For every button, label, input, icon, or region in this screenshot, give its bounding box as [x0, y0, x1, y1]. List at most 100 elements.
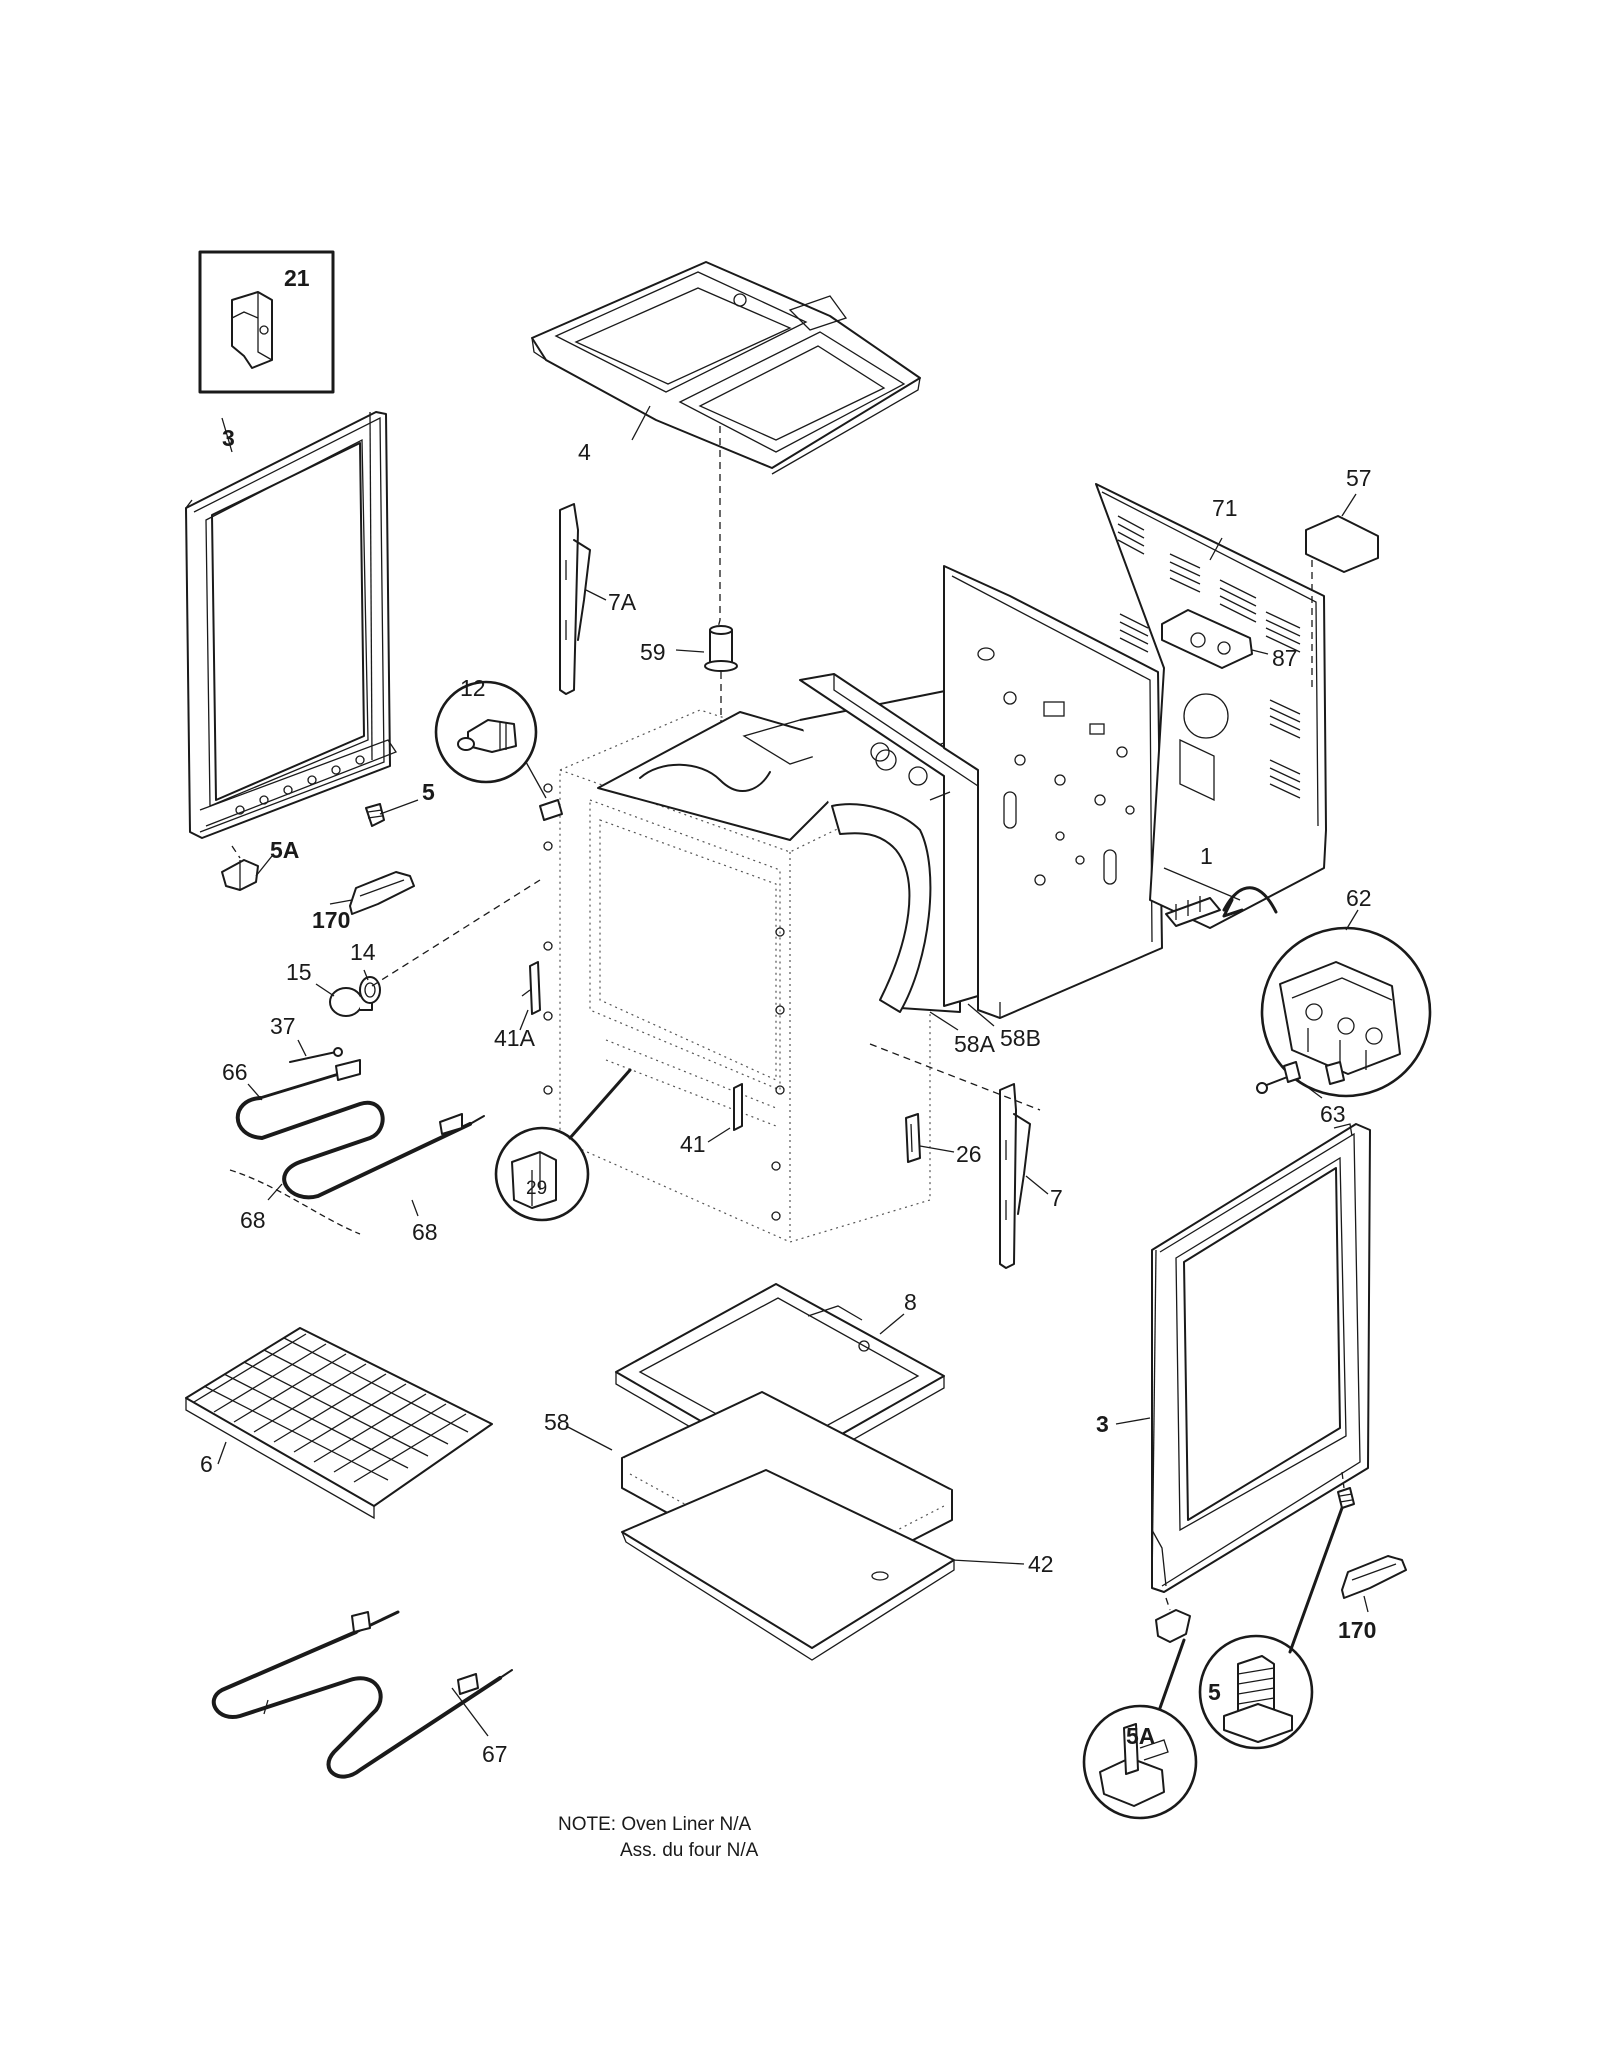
label-170-left: 170: [312, 907, 350, 933]
right-hinge-170[interactable]: [1341, 1555, 1407, 1599]
label-63: 63: [1320, 1101, 1346, 1127]
arrow-head-62: [1222, 898, 1244, 918]
label-170-right: 170: [1338, 1617, 1376, 1643]
leader-5a-right: [1158, 1638, 1186, 1710]
label-3-top: 3: [222, 425, 235, 451]
guide-14: [371, 879, 541, 987]
leader-3-top: [221, 417, 233, 453]
label-59: 59: [640, 639, 666, 665]
leader-29: [568, 1068, 632, 1140]
leader-68-left: [267, 1183, 283, 1201]
label-8: 8: [904, 1289, 917, 1315]
label-5-left: 5: [422, 779, 435, 805]
leader-5-right: [1288, 1506, 1344, 1654]
label-15: 15: [286, 959, 312, 985]
serial-label-57[interactable]: [1305, 515, 1379, 573]
note-line-1: NOTE: Oven Liner N/A: [558, 1814, 752, 1835]
leader-37: [297, 1039, 307, 1057]
guide-7: [869, 1043, 1041, 1111]
bracket-26[interactable]: [905, 1113, 921, 1163]
label-87: 87: [1272, 645, 1298, 671]
label-14: 14: [350, 939, 376, 965]
bake-element-67[interactable]: [211, 1610, 513, 1779]
label-68-left: 68: [240, 1207, 266, 1233]
leader-4: [631, 405, 651, 441]
label-12: 12: [460, 675, 486, 701]
label-3-right: 3: [1096, 1411, 1109, 1437]
broil-shield-68[interactable]: [229, 1169, 361, 1235]
leader-42: [951, 1559, 1025, 1565]
left-hinge-5[interactable]: [365, 799, 419, 827]
label-7: 7: [1050, 1185, 1063, 1211]
oven-rack-support-7a[interactable]: [559, 503, 591, 695]
label-1: 1: [1200, 843, 1213, 869]
leader-41: [707, 1127, 731, 1143]
leader-67: [451, 1687, 489, 1737]
terminal-block-small[interactable]: [1165, 896, 1221, 927]
label-5-right: 5: [1208, 1679, 1221, 1705]
spacer-59[interactable]: [704, 625, 738, 672]
left-hinge-170[interactable]: [329, 871, 415, 915]
leader-8: [879, 1313, 905, 1335]
hinge-detail-5a[interactable]: [1082, 1704, 1198, 1820]
leader-6: [217, 1441, 227, 1465]
label-58b: 58B: [1000, 1025, 1041, 1051]
label-67: 67: [482, 1741, 508, 1767]
label-29: 29: [526, 1178, 547, 1199]
leader-58a: [929, 1011, 959, 1031]
label-37: 37: [270, 1013, 296, 1039]
leader-87: [1251, 649, 1269, 655]
label-41: 41: [680, 1131, 706, 1157]
light-socket-detail-12[interactable]: [434, 680, 538, 784]
broil-element-66[interactable]: [235, 1059, 485, 1200]
leader-68-right: [411, 1199, 419, 1217]
leader-63: [1297, 1079, 1323, 1099]
oven-insulation-wrap[interactable]: [597, 687, 961, 1013]
right-hinge-5a[interactable]: [1155, 1597, 1191, 1643]
leader-7: [1025, 1175, 1049, 1195]
leader-58b: [967, 1003, 995, 1027]
leader-62-arrow: [1222, 886, 1278, 914]
light-lens-14[interactable]: [359, 976, 381, 1004]
label-5a-right: 5A: [1126, 1723, 1155, 1749]
label-4: 4: [578, 439, 591, 465]
screw-63[interactable]: [1256, 1061, 1301, 1094]
left-door[interactable]: [185, 411, 397, 839]
screw-37[interactable]: [289, 1047, 343, 1063]
left-hinge-5a[interactable]: [221, 845, 273, 891]
bracket-41a[interactable]: [521, 961, 541, 1015]
leader-26: [919, 1145, 955, 1153]
light-socket-12[interactable]: [539, 799, 563, 821]
oven-rack-support-7[interactable]: [999, 1083, 1031, 1269]
leader-14: [363, 969, 369, 981]
leader-15: [315, 983, 335, 997]
clip-detail-29[interactable]: [494, 1126, 590, 1222]
terminal-block-detail-62[interactable]: [1260, 926, 1432, 1098]
label-58: 58: [544, 1409, 570, 1435]
note-line-2: Ass. du four N/A: [620, 1840, 759, 1861]
label-6: 6: [200, 1451, 213, 1477]
leader-12: [525, 761, 547, 799]
leader-62: [1345, 909, 1359, 931]
leader-71: [1209, 537, 1223, 561]
top-panel[interactable]: [531, 261, 921, 475]
label-71: 71: [1212, 495, 1238, 521]
right-hinge-5[interactable]: [1337, 1471, 1355, 1509]
leader-3-right: [1115, 1417, 1151, 1425]
oven-rack[interactable]: [185, 1327, 493, 1520]
right-door[interactable]: [1151, 1123, 1371, 1593]
label-21: 21: [284, 265, 310, 291]
label-5a-left: 5A: [270, 837, 299, 863]
bracket-41[interactable]: [733, 1083, 743, 1131]
leader-66: [247, 1083, 263, 1101]
terminal-plate-87[interactable]: [1161, 609, 1253, 669]
label-41a: 41A: [494, 1025, 536, 1051]
leader-57: [1341, 493, 1357, 517]
label-58a: 58A: [954, 1031, 996, 1057]
back-panel[interactable]: [943, 565, 1163, 1019]
label-57: 57: [1346, 465, 1372, 491]
part-21-inset[interactable]: [198, 250, 335, 394]
hinge-detail-5[interactable]: [1198, 1634, 1314, 1750]
